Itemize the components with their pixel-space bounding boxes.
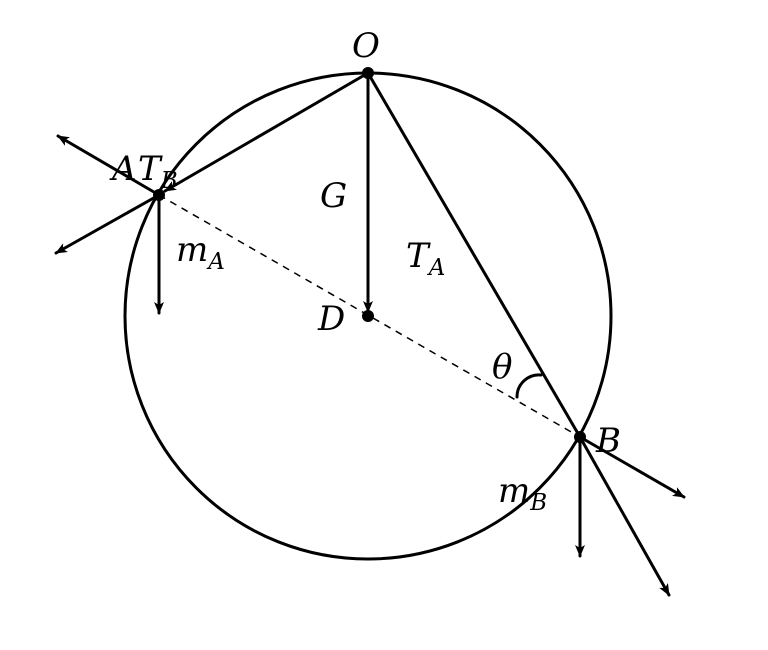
point-a [153,189,165,201]
rod-oa [163,71,370,193]
point-d [362,310,374,322]
label-tb-sub: B [160,168,178,194]
label-ta: TA [406,236,445,281]
label-o: O [352,26,380,66]
label-ta-sub: A [427,255,446,281]
force-b-extension-arrow [578,435,671,597]
force-a-up-left-arrow [56,134,161,197]
label-b: B [595,421,621,461]
point-o [362,67,374,79]
label-tb-main: T [138,149,163,189]
label-ma-sub: A [206,249,225,275]
theta-arc [515,373,543,399]
label-mb-sub: B [529,490,547,516]
label-ma: mA [176,230,225,275]
label-ta-main: T [406,236,431,276]
label-ma-main: m [176,230,208,270]
force-a-down-left-arrow [54,193,161,255]
label-mb-main: m [498,471,530,511]
label-g: G [320,176,347,216]
label-mb: mB [498,471,547,516]
point-b [574,431,586,443]
label-d: D [317,299,345,339]
dashed-line-ab [158,194,581,438]
label-theta: θ [492,347,512,387]
label-a: A [109,149,137,189]
rod-ob [366,71,582,439]
label-tb: TB [138,149,178,194]
force-b-right-arrow [578,435,686,499]
